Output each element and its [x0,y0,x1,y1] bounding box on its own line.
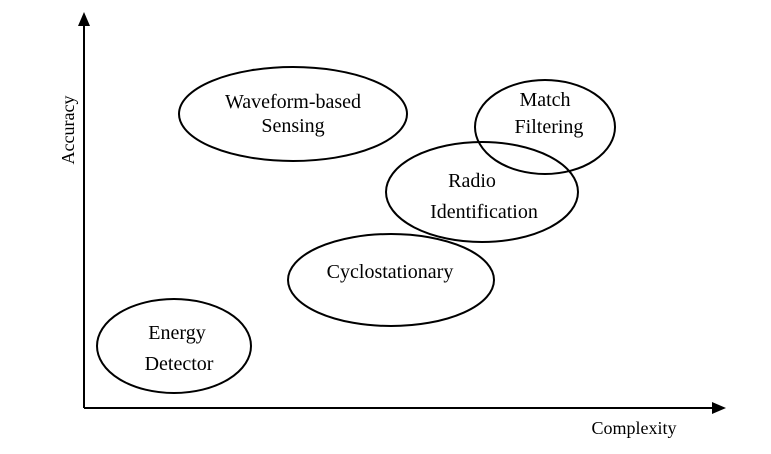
x-axis-arrow-icon [712,402,726,414]
bubble-outline [96,298,252,394]
y-axis-arrow-icon [78,12,90,26]
y-axis-label: Accuracy [58,96,78,165]
bubble-outline [178,66,408,162]
bubble-label-line-1: Waveform-based [225,91,361,113]
bubble-label-line-2: Detector [145,353,214,375]
bubble-label-line-1: Cyclostationary [327,261,454,283]
bubble-label-line-1: Energy [148,322,205,344]
bubble-energy-detector: Energy Detector [96,298,252,394]
bubble-cyclostationary: Cyclostationary [287,233,495,327]
bubble-label-line-2: Sensing [261,115,324,137]
bubble-label-line-1: Radio [448,170,496,192]
x-axis-label: Complexity [592,418,677,438]
bubble-label-line-2: Filtering [515,116,584,138]
bubble-outline [385,141,579,243]
bubble-outline [287,233,495,327]
bubble-waveform-based-sensing: Waveform-based Sensing [178,66,408,162]
bubble-radio-identification: Radio Identification [385,141,579,243]
bubble-match-filtering: Match Filtering [474,79,616,175]
bubble-label-line-1: Match [519,89,570,111]
bubble-outline [474,79,616,175]
bubble-label-line-2: Identification [430,201,538,223]
